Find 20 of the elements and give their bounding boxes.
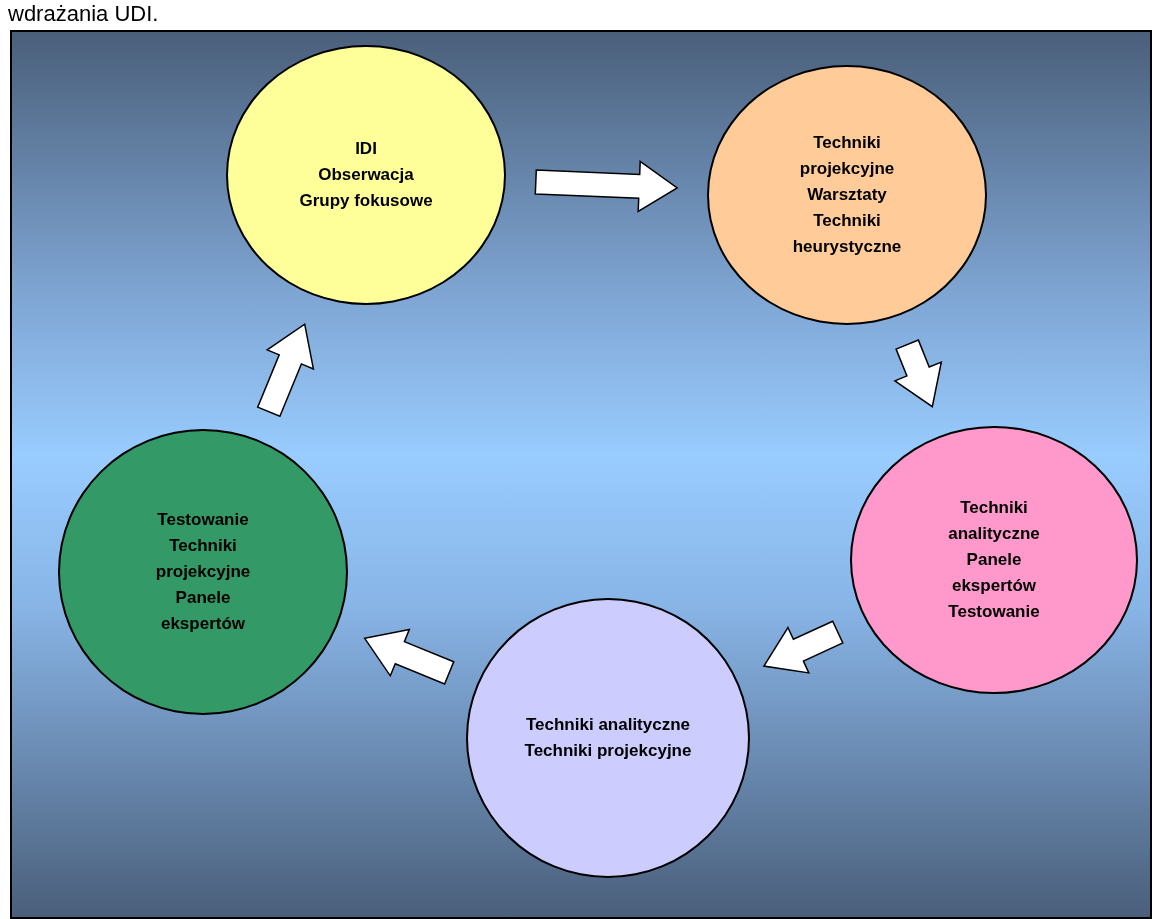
node-text: Obserwacja (318, 164, 414, 186)
node-text: Testowanie (948, 601, 1040, 623)
node-text: Techniki analityczne (525, 714, 691, 736)
heading-text: wdrażania UDI. (8, 0, 159, 28)
node-text: Panele ekspertów (159, 587, 247, 635)
block-arrow (363, 628, 455, 685)
block-arrow (534, 159, 679, 213)
node-text: IDI (355, 138, 377, 160)
node-text: Techniki analityczne (947, 497, 1041, 545)
node-text: Techniki projekcyjne (524, 740, 692, 762)
node-text: Techniki projekcyjne (798, 132, 896, 180)
block-arrow (893, 339, 943, 408)
block-arrow (762, 620, 844, 674)
node-text: Techniki heurystyczne (791, 210, 903, 258)
node-text: Techniki projekcyjne (154, 535, 252, 583)
node-text: Warsztaty (807, 184, 887, 206)
node-text: Grupy fokusowe (299, 190, 433, 212)
node-text: Panele ekspertów (950, 549, 1038, 597)
block-arrow (256, 322, 315, 418)
node-text: Testowanie (157, 509, 249, 531)
